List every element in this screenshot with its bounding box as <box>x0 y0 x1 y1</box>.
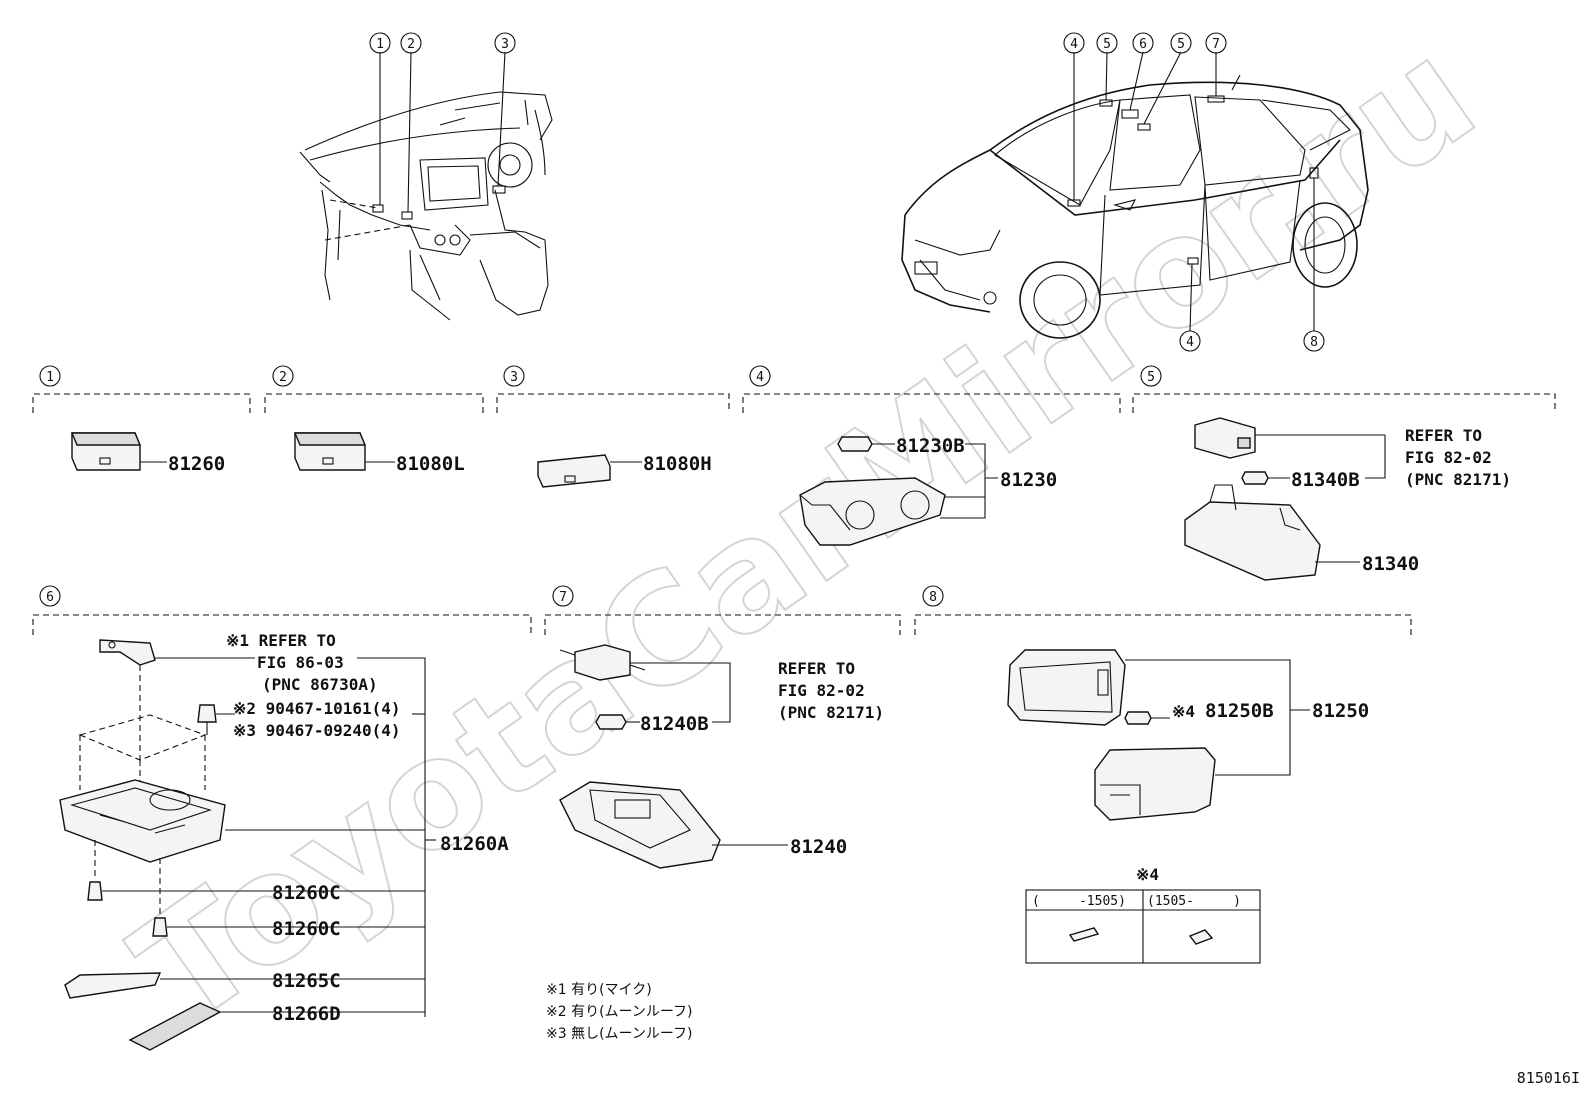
callout-car-8: 8 <box>1310 335 1318 350</box>
part-81080L: 81080L <box>396 453 465 475</box>
part-81266D: 81266D <box>272 1003 341 1025</box>
note4-mark-8: ※4 <box>1172 702 1195 721</box>
callout-car-4: 4 <box>1070 37 1078 52</box>
section-num-5: 5 <box>1147 370 1155 385</box>
callout-car-5b: 5 <box>1177 37 1185 52</box>
callout-dash-3: 3 <box>501 37 509 52</box>
section-num-7: 7 <box>559 590 567 605</box>
part-81080H: 81080H <box>643 453 712 475</box>
car-illustration <box>901 74 1369 339</box>
footnotes: ※1 有り(マイク) ※2 有り(ムーンルーフ) ※3 無し(ムーンルーフ) <box>546 982 692 1042</box>
callout-dash-2: 2 <box>407 37 415 52</box>
refer-6-line3: (PNC 86730A) <box>262 675 378 694</box>
callout-car-6: 6 <box>1139 37 1147 52</box>
refer-6-line2: FIG 86-03 <box>257 653 344 672</box>
refer-5-line3: (PNC 82171) <box>1405 470 1511 489</box>
section-3: 81080H <box>537 453 712 488</box>
refer-7-line3: (PNC 82171) <box>778 703 884 722</box>
section-1: 81260 <box>70 432 225 475</box>
section-num-3: 3 <box>510 370 518 385</box>
note4-header-right: (1505- ) <box>1147 894 1241 909</box>
part-81260C-a: 81260C <box>272 882 341 904</box>
section-num-6: 6 <box>46 590 54 605</box>
note4-header-left: ( -1505) <box>1032 894 1126 909</box>
section-num-1: 1 <box>46 370 54 385</box>
dash-callouts: 1 2 3 <box>369 32 516 213</box>
callout-car-5a: 5 <box>1103 37 1111 52</box>
refer-5-line2: FIG 82-02 <box>1405 448 1492 467</box>
note-3: ※3 無し(ムーンルーフ) <box>546 1026 692 1042</box>
callout-car-7: 7 <box>1212 37 1220 52</box>
refer-6-line1: ※1 REFER TO <box>226 631 336 650</box>
part-81340: 81340 <box>1362 553 1419 575</box>
part-81230: 81230 <box>1000 469 1057 491</box>
part-81260A: 81260A <box>440 833 509 855</box>
screw-ref-1: ※2 90467-10161(4) <box>233 699 401 718</box>
part-81340B: 81340B <box>1291 469 1360 491</box>
part-81240B: 81240B <box>640 713 709 735</box>
part-81230B: 81230B <box>896 435 965 457</box>
section-7: 81240B REFER TO FIG 82-02 (PNC 82171) 81… <box>559 644 884 869</box>
note-1: ※1 有り(マイク) <box>546 982 652 998</box>
part-81240: 81240 <box>790 836 847 858</box>
refer-7-line2: FIG 82-02 <box>778 681 865 700</box>
figure-id: 815016I <box>1517 1069 1580 1087</box>
callout-dash-1: 1 <box>376 37 384 52</box>
section-num-8: 8 <box>929 590 937 605</box>
screw-ref-2: ※3 90467-09240(4) <box>233 721 401 740</box>
section-5: 81340B REFER TO FIG 82-02 (PNC 82171) 81… <box>1184 417 1511 581</box>
section-num-2: 2 <box>279 370 287 385</box>
refer-7-line1: REFER TO <box>778 659 855 678</box>
refer-5-line1: REFER TO <box>1405 426 1482 445</box>
note4-title: ※4 <box>1136 865 1159 884</box>
note-2: ※2 有り(ムーンルーフ) <box>546 1004 692 1020</box>
part-81260: 81260 <box>168 453 225 475</box>
part-81260C-b: 81260C <box>272 918 341 940</box>
section-headers: 1 2 3 4 5 6 7 8 <box>32 365 1556 635</box>
note4-table: ※4 ( -1505) (1505- ) <box>1025 865 1261 964</box>
section-num-4: 4 <box>756 370 764 385</box>
part-81250B: 81250B <box>1205 700 1274 722</box>
section-6: ※1 REFER TO FIG 86-03 (PNC 86730A) ※2 90… <box>59 631 509 1051</box>
callout-car-4-bottom: 4 <box>1186 335 1194 350</box>
section-2: 81080L <box>293 432 465 475</box>
section-4: 81230B 81230 <box>799 435 1057 546</box>
dashboard-illustration <box>299 91 553 321</box>
part-81265C: 81265C <box>272 970 341 992</box>
part-81250: 81250 <box>1312 700 1369 722</box>
section-8: ※4 81250B 81250 <box>1007 649 1369 821</box>
car-callouts: 4 5 6 5 7 4 8 <box>1063 32 1325 352</box>
